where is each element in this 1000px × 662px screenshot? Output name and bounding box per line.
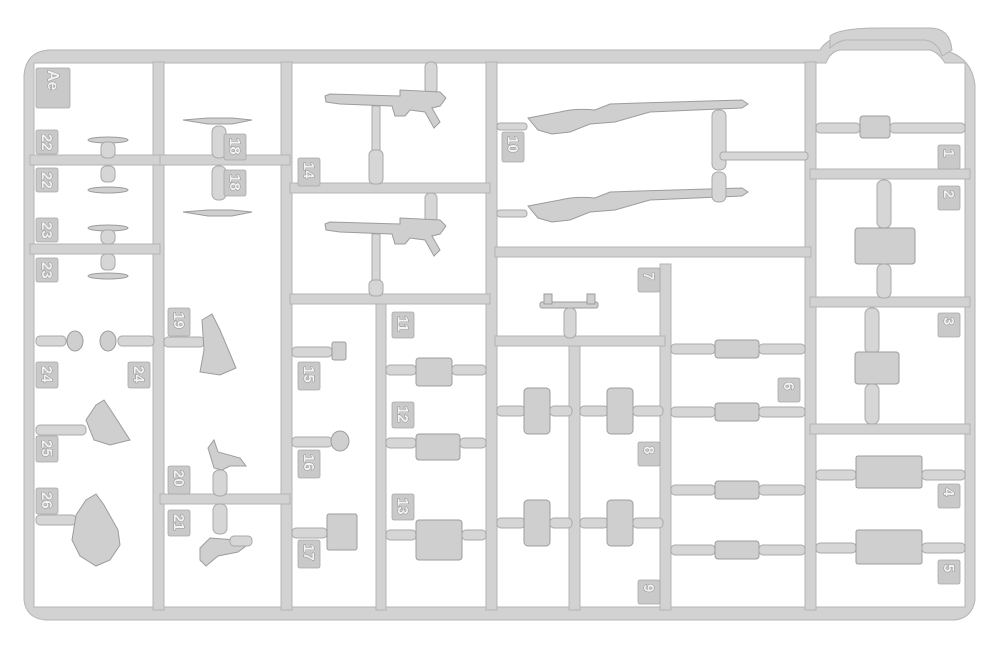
part-number-24b: 24 bbox=[130, 366, 147, 383]
part-number-2: 2 bbox=[940, 190, 957, 198]
parts-15-16-17 bbox=[291, 341, 358, 551]
part-number-4: 4 bbox=[940, 488, 957, 497]
part-number-13: 13 bbox=[394, 498, 411, 515]
part-number-6: 6 bbox=[780, 382, 797, 390]
parts-1-5 bbox=[815, 115, 966, 565]
part-7 bbox=[539, 293, 599, 339]
part-number-15: 15 bbox=[300, 366, 317, 383]
rifle-part-10 bbox=[496, 99, 809, 223]
part-number-tabs: Ae 22 22 23 23 24 24 25 26 18 18 19 20 2… bbox=[35, 67, 961, 605]
part-number-23a: 23 bbox=[38, 222, 55, 239]
part-number-11: 11 bbox=[394, 316, 411, 332]
part-number-18a: 18 bbox=[226, 138, 243, 155]
part-number-12: 12 bbox=[394, 406, 411, 423]
part-number-5: 5 bbox=[940, 564, 957, 572]
part-number-26: 26 bbox=[38, 492, 55, 509]
part-8 bbox=[496, 387, 664, 547]
part-number-23b: 23 bbox=[38, 262, 55, 279]
part-number-22b: 22 bbox=[38, 172, 55, 189]
part-number-3: 3 bbox=[940, 317, 957, 325]
part-number-17: 17 bbox=[300, 544, 317, 561]
part-number-18b: 18 bbox=[226, 174, 243, 191]
part-number-9: 9 bbox=[640, 584, 657, 592]
small-parts-22-23 bbox=[87, 136, 129, 280]
bayonet-part-18 bbox=[182, 117, 253, 217]
parts-25-26 bbox=[35, 399, 131, 567]
sprue-frame bbox=[23, 27, 976, 621]
parts-11-12-13 bbox=[385, 357, 487, 561]
part-number-14: 14 bbox=[300, 162, 317, 179]
part-6 bbox=[670, 339, 806, 560]
part-number-24a: 24 bbox=[38, 366, 55, 383]
parts-19-20-21 bbox=[163, 313, 253, 567]
internal-runners bbox=[29, 61, 971, 611]
part-number-10: 10 bbox=[504, 136, 521, 153]
rings-part-24 bbox=[35, 330, 155, 352]
part-number-21: 21 bbox=[170, 514, 187, 531]
part-number-22a: 22 bbox=[38, 134, 55, 151]
part-number-25: 25 bbox=[38, 440, 55, 457]
smg-part-14 bbox=[324, 61, 447, 297]
part-number-16: 16 bbox=[300, 454, 317, 471]
part-number-7: 7 bbox=[640, 272, 657, 280]
part-number-20: 20 bbox=[170, 470, 187, 487]
part-number-1: 1 bbox=[940, 149, 957, 157]
sprue-letter: Ae bbox=[44, 70, 61, 91]
part-number-8: 8 bbox=[640, 446, 657, 454]
part-number-19: 19 bbox=[170, 312, 187, 329]
